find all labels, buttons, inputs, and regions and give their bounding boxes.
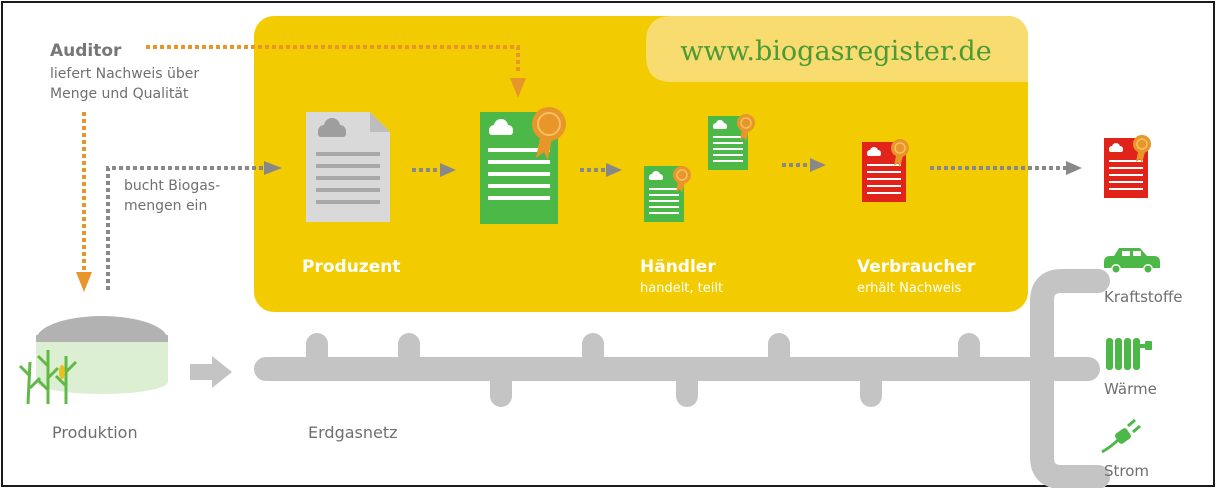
- pipe-stub-up: [958, 333, 980, 369]
- use-waerme: Wärme: [1104, 380, 1157, 398]
- car-icon: [1104, 248, 1160, 274]
- green-certificate-small-left: [644, 166, 691, 222]
- radiator-icon: [1106, 338, 1152, 370]
- green-certificate-small-right: [708, 114, 755, 170]
- distribution-loop: [1030, 269, 1110, 488]
- station-haendler-subtitle: handelt, teilt: [640, 281, 723, 296]
- seal-icon: [891, 139, 909, 167]
- producer-document: [306, 112, 390, 222]
- pipe-stub-up: [768, 333, 790, 369]
- red-certificate-consumer: [862, 139, 909, 202]
- station-produzent: Produzent: [302, 257, 400, 277]
- register-panel: www.biogasregister.de: [254, 16, 1028, 312]
- booking-label-line1: bucht Biogas-: [124, 178, 220, 194]
- arrow-right-icon: [264, 161, 282, 175]
- auditor-description-line2: Menge und Qualität: [50, 86, 189, 102]
- cloud-icon: [318, 118, 346, 137]
- main-pipe: [254, 357, 1100, 381]
- station-verbraucher-subtitle: erhält Nachweis: [857, 281, 961, 296]
- seal-icon: [532, 107, 566, 160]
- plug-icon: [1101, 418, 1141, 454]
- pipe-stub-up: [582, 333, 604, 369]
- website-url: www.biogasregister.de: [680, 36, 991, 67]
- plant-icon: [18, 350, 78, 405]
- label-produktion: Produktion: [52, 423, 138, 442]
- certificate-flow: [412, 158, 1082, 177]
- auditor-connectors: [76, 45, 526, 292]
- use-kraftstoffe: Kraftstoffe: [1104, 288, 1183, 306]
- gas-network-pipes: [254, 269, 1110, 488]
- auditor-title: Auditor: [50, 41, 122, 61]
- biogas-plant: [18, 316, 168, 405]
- arrow-down-icon: [510, 78, 526, 98]
- red-certificate-external: [1104, 135, 1151, 198]
- flow-arrow-icon: [190, 356, 232, 388]
- digester-base: [36, 370, 168, 394]
- seal-icon: [737, 114, 755, 141]
- cloud-icon: [489, 119, 513, 135]
- cloud-icon: [1109, 143, 1123, 152]
- green-certificate-main: [480, 107, 566, 224]
- booking-label-line2: mengen ein: [124, 198, 207, 214]
- cloud-icon: [649, 171, 663, 180]
- booking-line: [106, 166, 264, 290]
- cloud-icon: [713, 120, 727, 129]
- pipe-stub-up: [398, 333, 420, 369]
- seal-icon: [1133, 135, 1151, 163]
- website-banner: [646, 16, 1028, 82]
- pipe-stub-down: [676, 369, 698, 407]
- pipe-stub-up: [306, 333, 328, 369]
- station-haendler: Händler: [640, 257, 716, 277]
- auditor-description-line1: liefert Nachweis über: [50, 66, 199, 82]
- seal-icon: [673, 166, 691, 193]
- label-erdgasnetz: Erdgasnetz: [308, 423, 398, 442]
- arrow-right-icon: [1066, 161, 1082, 175]
- arrow-right-icon: [810, 158, 826, 172]
- arrow-down-icon: [76, 272, 92, 292]
- text-labels: Auditor liefert Nachweis über Menge und …: [50, 41, 1183, 480]
- pipe-stub-down: [490, 369, 512, 407]
- pipe-stub-down: [860, 369, 882, 407]
- cloud-icon: [867, 147, 881, 156]
- auditor-line-to-certificate: [146, 45, 520, 72]
- arrow-right-icon: [440, 163, 456, 177]
- station-verbraucher: Verbraucher: [857, 257, 976, 277]
- arrow-right-icon: [606, 163, 622, 177]
- use-strom: Strom: [1104, 462, 1149, 480]
- yellow-panel-background: [254, 16, 1028, 312]
